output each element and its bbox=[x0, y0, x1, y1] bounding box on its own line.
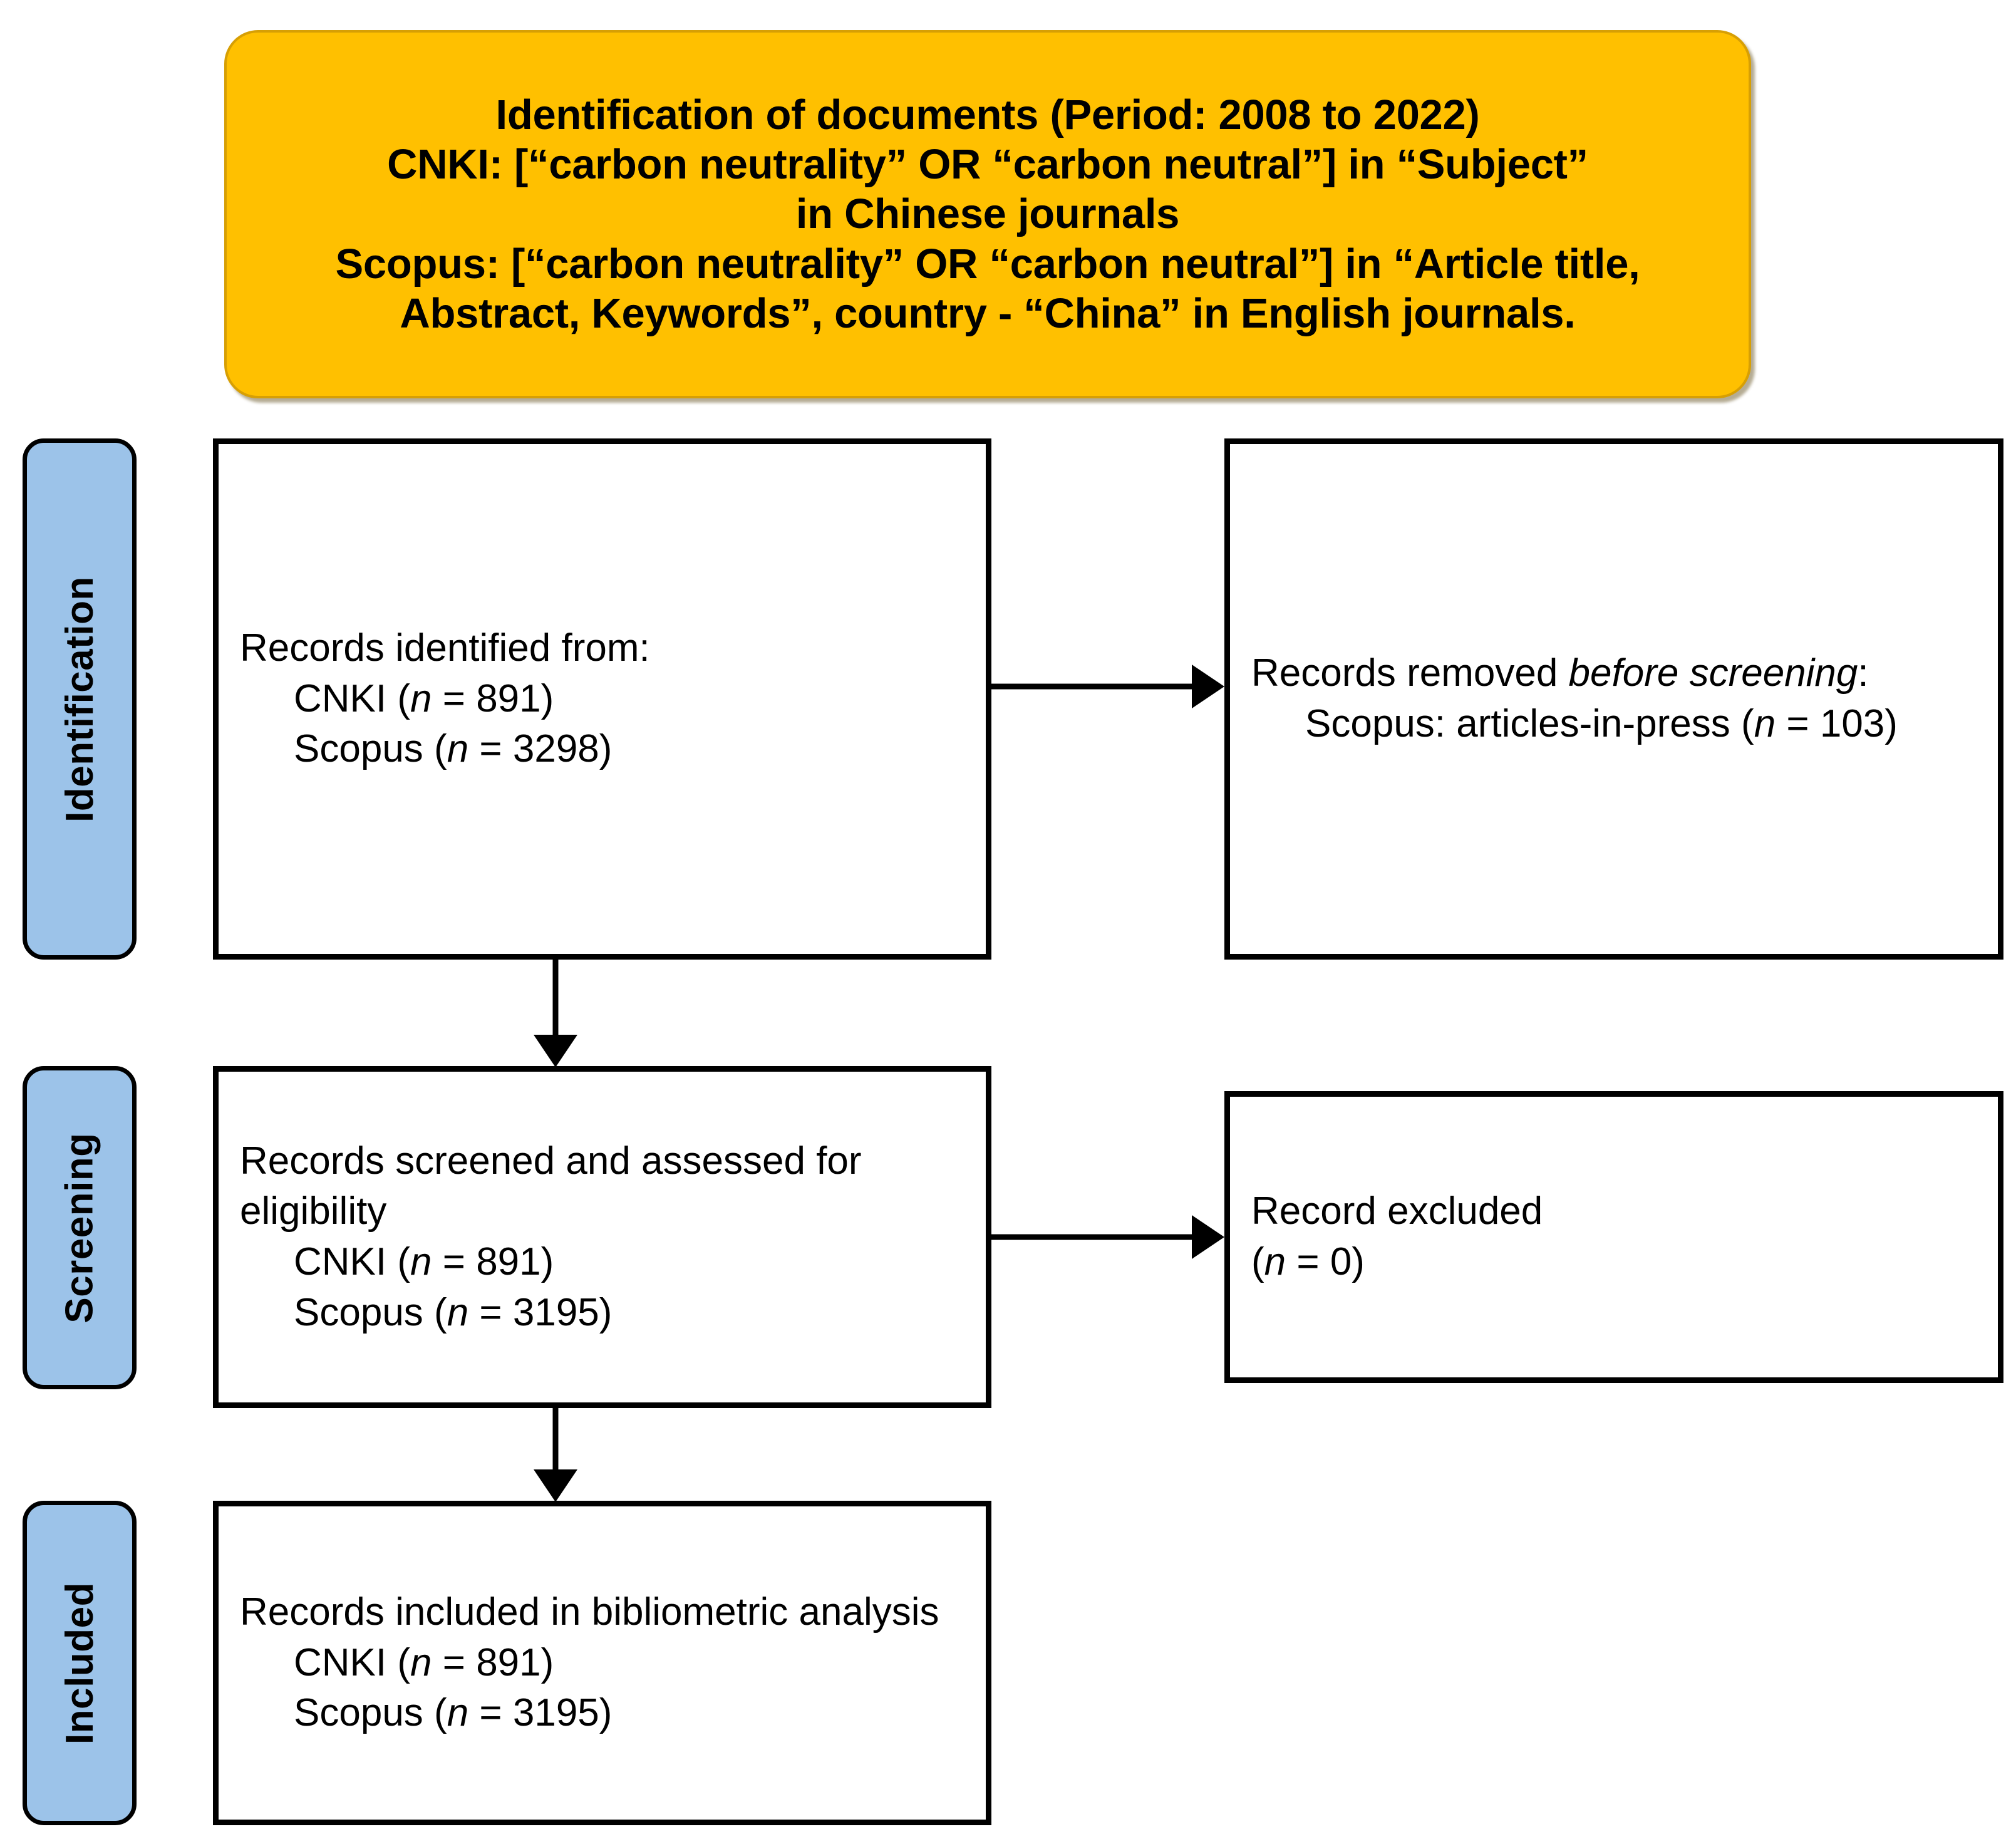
arrow-shaft bbox=[552, 1408, 559, 1471]
stage-label-included: Included bbox=[23, 1501, 137, 1825]
box-records-removed: Records removed before screening: Scopus… bbox=[1224, 438, 2003, 960]
stage-label-identification-text: Identification bbox=[58, 576, 101, 822]
arrow-screened-to-included bbox=[533, 1408, 578, 1502]
records-screened-item-scopus: Scopus (n = 3195) bbox=[294, 1290, 613, 1334]
box-records-removed-content: Records removed before screening: Scopus… bbox=[1251, 648, 1977, 749]
stage-label-screening-text: Screening bbox=[58, 1132, 101, 1323]
box-records-screened: Records screened and assessed for eligib… bbox=[213, 1066, 991, 1408]
arrowhead-right-icon bbox=[1192, 665, 1224, 708]
box-records-screened-content: Records screened and assessed for eligib… bbox=[240, 1136, 964, 1338]
arrow-shaft bbox=[991, 1234, 1192, 1240]
header-line-2: CNKI: [“carbon neutrality” OR “carbon ne… bbox=[387, 141, 1588, 189]
arrowhead-down-icon bbox=[534, 1035, 577, 1067]
box-records-included-content: Records included in bibliometric analysi… bbox=[240, 1587, 964, 1739]
arrowhead-right-icon bbox=[1192, 1215, 1224, 1259]
box-records-identified: Records identified from: CNKI (n = 891) … bbox=[213, 438, 991, 960]
box-records-identified-content: Records identified from: CNKI (n = 891) … bbox=[240, 623, 964, 775]
search-strategy-header-box: Identification of documents (Period: 200… bbox=[224, 30, 1751, 398]
header-line-4: Scopus: [“carbon neutrality” OR “carbon … bbox=[335, 240, 1640, 287]
stage-label-included-text: Included bbox=[58, 1582, 101, 1744]
arrowhead-down-icon bbox=[534, 1469, 577, 1502]
box-record-excluded: Record excluded (n = 0) bbox=[1224, 1091, 2003, 1383]
records-screened-heading: Records screened and assessed for eligib… bbox=[240, 1139, 862, 1233]
header-line-3: in Chinese journals bbox=[795, 190, 1180, 238]
records-removed-heading: Records removed before screening: bbox=[1251, 651, 1869, 695]
arrow-shaft bbox=[991, 683, 1192, 690]
box-record-excluded-content: Record excluded (n = 0) bbox=[1251, 1186, 1977, 1287]
record-excluded-heading: Record excluded bbox=[1251, 1189, 1543, 1233]
records-included-item-scopus: Scopus (n = 3195) bbox=[294, 1691, 613, 1735]
stage-label-screening: Screening bbox=[23, 1066, 137, 1389]
records-removed-item-scopus: Scopus: articles-in-press (n = 103) bbox=[1305, 702, 1898, 745]
arrow-identified-to-removed bbox=[991, 664, 1224, 709]
records-identified-item-cnki: CNKI (n = 891) bbox=[294, 676, 554, 720]
header-line-5: Abstract, Keywords”, country - “China” i… bbox=[400, 289, 1576, 337]
arrow-identified-to-screened bbox=[533, 960, 578, 1067]
arrow-shaft bbox=[552, 960, 559, 1036]
records-identified-item-scopus: Scopus (n = 3298) bbox=[294, 727, 613, 771]
record-excluded-count: (n = 0) bbox=[1251, 1240, 1365, 1283]
arrow-screened-to-excluded bbox=[991, 1215, 1224, 1260]
records-screened-item-cnki: CNKI (n = 891) bbox=[294, 1240, 554, 1283]
header-line-1: Identification of documents (Period: 200… bbox=[495, 91, 1480, 139]
box-records-included: Records included in bibliometric analysi… bbox=[213, 1501, 991, 1825]
records-included-item-cnki: CNKI (n = 891) bbox=[294, 1640, 554, 1684]
records-included-heading: Records included in bibliometric analysi… bbox=[240, 1590, 939, 1634]
stage-label-identification: Identification bbox=[23, 438, 137, 960]
records-identified-heading: Records identified from: bbox=[240, 626, 650, 670]
